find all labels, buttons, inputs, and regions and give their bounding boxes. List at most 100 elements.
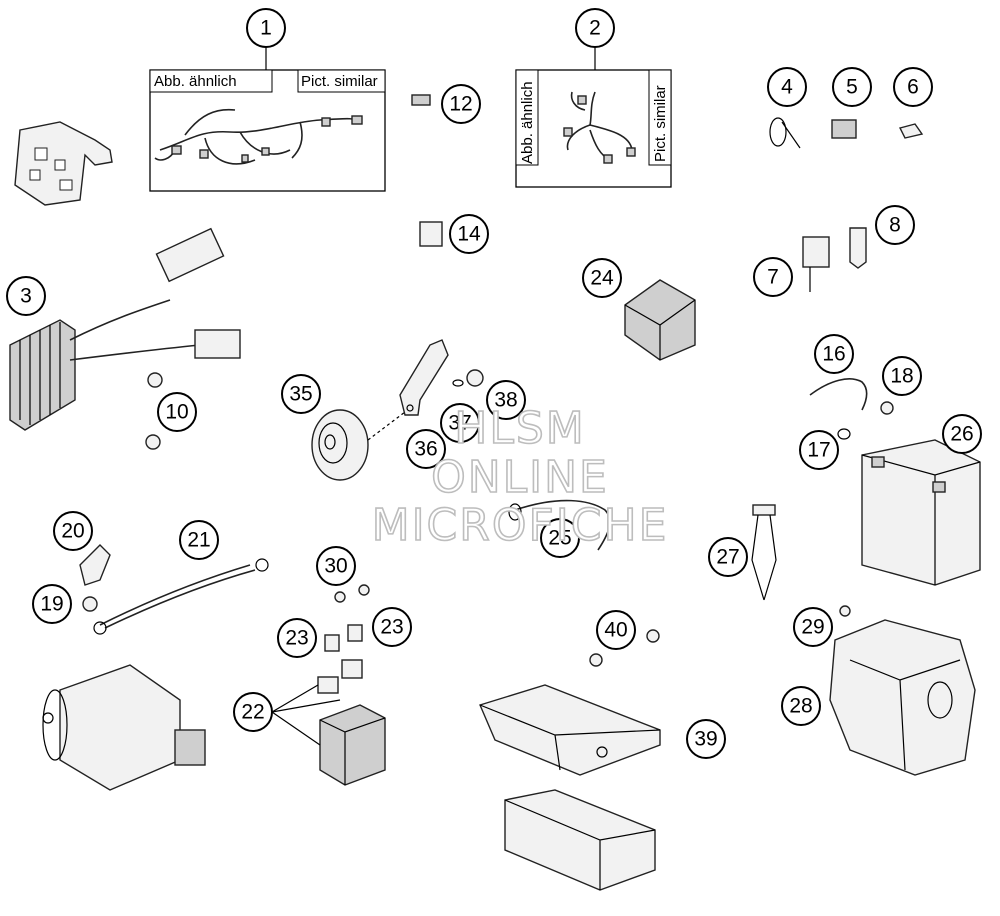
callout-25: 25 [540, 518, 580, 558]
callout-12: 12 [441, 84, 481, 124]
svg-text:29: 29 [801, 616, 824, 639]
watermark: HLSM ONLINE MICROFICHE [371, 402, 669, 552]
ecu-unit [504, 789, 656, 891]
svg-text:4: 4 [781, 76, 793, 99]
horn-bracket [399, 339, 449, 416]
svg-text:40: 40 [604, 619, 627, 642]
svg-text:3: 3 [20, 285, 32, 308]
watermark-line2: ONLINE [431, 452, 609, 503]
svg-text:8: 8 [889, 214, 901, 237]
svg-text:6: 6 [907, 76, 919, 99]
svg-text:12: 12 [449, 93, 472, 116]
callout-23-right: 23 [372, 607, 412, 647]
svg-text:10: 10 [165, 401, 188, 424]
svg-text:28: 28 [789, 695, 812, 718]
control-module [624, 279, 696, 361]
inset2-label-left: Abb. ähnlich [519, 81, 536, 164]
small-connector [411, 94, 431, 106]
horn-axis [367, 411, 406, 441]
screw-40a [646, 629, 660, 643]
starter-motor [42, 664, 206, 791]
callout-35: 35 [281, 374, 321, 414]
clip [898, 123, 924, 139]
svg-text:36: 36 [414, 438, 437, 461]
screw-30a [334, 591, 346, 603]
svg-text:5: 5 [846, 76, 858, 99]
callout-16: 16 [814, 334, 854, 374]
callout-30: 30 [316, 546, 356, 586]
callout-4: 4 [767, 67, 807, 107]
callout-23-left: 23 [277, 618, 317, 658]
bolt-10-lower [145, 434, 161, 450]
callout-39: 39 [686, 719, 726, 759]
watermark-line3: MICROFICHE [372, 500, 669, 551]
callout-8: 8 [875, 205, 915, 245]
svg-text:19: 19 [40, 593, 63, 616]
relay [802, 236, 830, 292]
battery [861, 439, 981, 586]
callout-2: 2 [575, 8, 615, 48]
callout-37: 37 [440, 403, 480, 443]
battery-cable [809, 378, 868, 411]
svg-text:27: 27 [716, 546, 739, 569]
ecu-holder [479, 684, 661, 776]
screw-40b [589, 653, 603, 667]
svg-text:21: 21 [187, 529, 210, 552]
bolt-29 [839, 605, 851, 617]
voltage-regulator [9, 227, 241, 431]
battery-bolt [880, 401, 894, 415]
nut [466, 369, 484, 387]
svg-text:7: 7 [767, 266, 779, 289]
leader-22b [271, 699, 341, 713]
cable-tie [769, 117, 801, 149]
ground-cable [514, 499, 611, 551]
svg-text:35: 35 [289, 383, 312, 406]
watermark-line1: HLSM [454, 403, 586, 454]
relay-bracket [849, 227, 867, 269]
nut-19 [82, 596, 98, 612]
svg-text:18: 18 [890, 365, 913, 388]
fuse-23b [347, 624, 363, 642]
svg-text:16: 16 [822, 343, 845, 366]
terminal-cap [79, 544, 111, 586]
callout-14: 14 [449, 214, 489, 254]
svg-text:1: 1 [260, 17, 272, 40]
callout-24: 24 [582, 258, 622, 298]
svg-text:25: 25 [548, 527, 571, 550]
sub-harness-drawing [563, 91, 636, 164]
inset-box-harness-sub: Abb. ähnlich Pict. similar [515, 69, 672, 188]
callout-27: 27 [708, 537, 748, 577]
inset-label-left: Abb. ähnlich [154, 73, 237, 90]
svg-text:30: 30 [324, 555, 347, 578]
callout-10: 10 [157, 392, 197, 432]
callout-18: 18 [882, 356, 922, 396]
svg-text:24: 24 [590, 267, 614, 290]
callout-28: 28 [781, 686, 821, 726]
inset-label-right: Pict. similar [301, 73, 378, 90]
cable-holder [831, 119, 857, 139]
svg-text:26: 26 [950, 423, 973, 446]
leader-22c [271, 711, 321, 746]
inset-box-harness-main: Abb. ähnlich Pict. similar [149, 69, 386, 192]
battery-washer [837, 428, 851, 440]
leader-22a [271, 684, 319, 713]
svg-text:23: 23 [380, 616, 403, 639]
callout-19: 19 [32, 584, 72, 624]
callout-38: 38 [486, 380, 526, 420]
callout-3: 3 [6, 276, 46, 316]
svg-text:22: 22 [241, 701, 264, 724]
svg-text:14: 14 [457, 223, 481, 246]
callout-7: 7 [753, 257, 793, 297]
callout-6: 6 [893, 67, 933, 107]
callout-5: 5 [832, 67, 872, 107]
fuse-23a [324, 634, 340, 652]
svg-text:39: 39 [694, 728, 717, 751]
screw-30b [358, 584, 370, 596]
starter-cable [93, 558, 269, 635]
svg-text:17: 17 [807, 439, 830, 462]
svg-text:23: 23 [285, 627, 308, 650]
callout-22: 22 [233, 692, 273, 732]
bolt-10-upper [147, 372, 163, 388]
